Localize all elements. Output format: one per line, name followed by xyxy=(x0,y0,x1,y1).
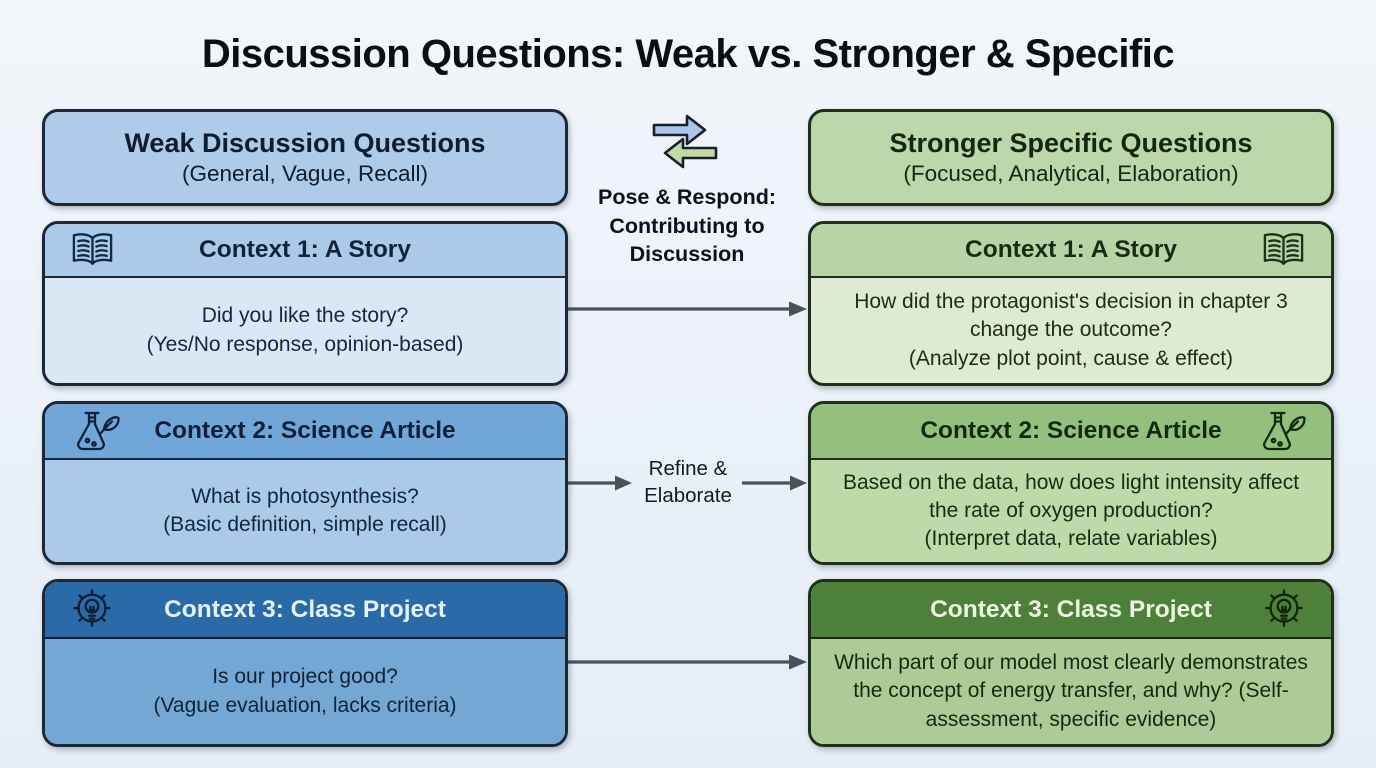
pose-respond-label: Pose & Respond: Contributing to Discussi… xyxy=(598,185,776,267)
weak-header-title: Weak Discussion Questions xyxy=(124,127,486,158)
weak-column-header: Weak Discussion Questions (General, Vagu… xyxy=(42,109,568,206)
weak-context3-body: Is our project good? (Vague evaluation, … xyxy=(45,639,565,744)
swap-arrows-icon xyxy=(646,114,724,174)
weak-context3-note: (Vague evaluation, lacks criteria) xyxy=(153,693,457,717)
strong-context1-box: Context 1: A Story How did the protagoni… xyxy=(808,221,1334,386)
strong-header-title: Stronger Specific Questions xyxy=(889,127,1253,158)
open-book-icon xyxy=(69,231,116,269)
strong-context1-title: Context 1: A Story xyxy=(965,236,1177,263)
weak-context1-body: Did you like the story? (Yes/No response… xyxy=(45,278,565,383)
strong-context1-note: (Analyze plot point, cause & effect) xyxy=(908,346,1234,370)
weak-context3-box: Context 3: Class Project Is our project … xyxy=(42,579,568,747)
weak-context2-title: Context 2: Science Article xyxy=(154,417,456,444)
flask-leaf-icon xyxy=(69,409,121,453)
weak-context1-note: (Yes/No response, opinion-based) xyxy=(146,332,464,356)
weak-context2-header: Context 2: Science Article xyxy=(45,404,565,460)
strong-context2-header: Context 2: Science Article xyxy=(811,404,1331,460)
weak-context3-question: Is our project good? xyxy=(212,665,398,689)
weak-context2-question: What is photosynthesis? xyxy=(191,484,419,508)
weak-header-subtitle: (General, Vague, Recall) xyxy=(182,161,428,187)
strong-context2-question: Based on the data, how does light intens… xyxy=(842,470,1300,522)
weak-context1-title: Context 1: A Story xyxy=(199,236,411,263)
weak-context2-note: (Basic definition, simple recall) xyxy=(163,513,447,536)
strong-context2-box: Context 2: Science Article Based on the … xyxy=(808,401,1334,565)
arrow-refine-right xyxy=(742,472,808,494)
gear-lightbulb-icon xyxy=(69,587,115,633)
page-title: Discussion Questions: Weak vs. Stronger … xyxy=(201,32,1175,76)
strong-column-header: Stronger Specific Questions (Focused, An… xyxy=(808,109,1334,206)
strong-context3-question: Which part of our model most clearly dem… xyxy=(834,651,1308,731)
weak-context1-question: Did you like the story? xyxy=(201,304,409,328)
weak-context1-header: Context 1: A Story xyxy=(45,224,565,278)
weak-context1-box: Context 1: A Story Did you like the stor… xyxy=(42,221,568,386)
strong-context2-body: Based on the data, how does light intens… xyxy=(811,460,1331,562)
weak-context2-box: Context 2: Science Article What is photo… xyxy=(42,401,568,565)
arrow-context3 xyxy=(567,651,809,673)
strong-context1-question: How did the protagonist's decision in ch… xyxy=(854,290,1288,342)
strong-context3-body: Which part of our model most clearly dem… xyxy=(811,639,1331,744)
weak-context3-title: Context 3: Class Project xyxy=(164,595,446,623)
strong-header-subtitle: (Focused, Analytical, Elaboration) xyxy=(903,161,1239,187)
refine-elaborate-label: Refine & Elaborate xyxy=(644,457,732,507)
strong-context3-header: Context 3: Class Project xyxy=(811,582,1331,639)
arrow-context1 xyxy=(567,298,809,320)
weak-context3-header: Context 3: Class Project xyxy=(45,582,565,639)
strong-context3-box: Context 3: Class Project Which part of o… xyxy=(808,579,1334,747)
strong-context2-title: Context 2: Science Article xyxy=(920,417,1222,444)
weak-context2-body: What is photosynthesis? (Basic definitio… xyxy=(45,460,565,562)
strong-context3-title: Context 3: Class Project xyxy=(930,595,1212,623)
gear-lightbulb-icon xyxy=(1261,587,1307,633)
open-book-icon xyxy=(1260,231,1307,269)
strong-context2-note: (Interpret data, relate variables) xyxy=(924,527,1218,551)
strong-context1-header: Context 1: A Story xyxy=(811,224,1331,278)
flask-leaf-icon xyxy=(1255,409,1307,453)
arrow-refine-left xyxy=(567,472,633,494)
strong-context1-body: How did the protagonist's decision in ch… xyxy=(811,278,1331,383)
